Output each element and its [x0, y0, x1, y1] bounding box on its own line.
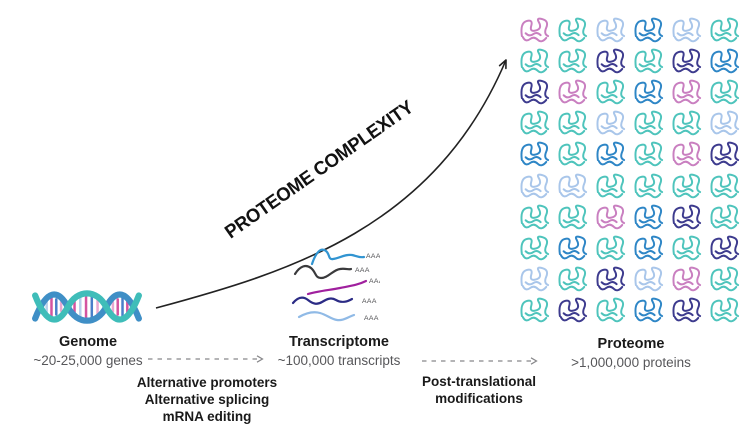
- genome-transcriptome-mechanisms: Alternative promoters Alternative splici…: [137, 374, 277, 425]
- protein-icon: [672, 110, 702, 136]
- protein-icon: [634, 204, 664, 229]
- protein-icon: [558, 204, 588, 229]
- protein-icon: [520, 204, 550, 229]
- protein-icon: [672, 235, 702, 260]
- protein-icon: [596, 297, 626, 323]
- protein-icon: [558, 110, 588, 136]
- genome-count: ~20-25,000 genes: [33, 353, 143, 368]
- protein-icon: [520, 110, 550, 136]
- protein-icon: [596, 173, 626, 198]
- protein-icon: [596, 17, 626, 43]
- protein-icon: [596, 48, 626, 74]
- protein-icon: [520, 266, 550, 292]
- transcriptome-title: Transcriptome: [289, 334, 389, 350]
- protein-icon: [634, 235, 664, 260]
- poly-a-label: AAA: [369, 278, 380, 285]
- mrna-strand: [310, 248, 366, 266]
- proteome-protein-grid: [520, 16, 750, 328]
- protein-icon: [520, 297, 550, 323]
- protein-icon: [672, 204, 702, 229]
- genome-stage-label: Genome ~20-25,000 genes: [33, 334, 142, 368]
- mrna-strand: [293, 264, 353, 280]
- dna-strand-teal: [32, 290, 142, 323]
- poly-a-label: AAA: [364, 315, 379, 322]
- protein-icon: [672, 297, 702, 323]
- transcriptome-stage-label: Transcriptome ~100,000 transcripts: [278, 334, 401, 368]
- dna-helix-icon: [29, 283, 145, 331]
- protein-icon: [558, 142, 588, 167]
- poly-a-label: AAA: [362, 298, 377, 305]
- protein-icon: [596, 110, 626, 136]
- protein-icon: [634, 79, 664, 105]
- genome-title: Genome: [58, 334, 118, 350]
- protein-icon: [634, 297, 664, 323]
- protein-icon: [710, 173, 740, 198]
- protein-icon: [710, 266, 740, 292]
- protein-icon: [558, 79, 588, 105]
- protein-icon: [634, 110, 664, 136]
- protein-icon: [672, 266, 702, 292]
- protein-icon: [558, 48, 588, 74]
- protein-icon: [520, 142, 550, 167]
- protein-icon: [558, 17, 588, 43]
- protein-icon: [596, 204, 626, 229]
- mrna-strand: [297, 311, 356, 322]
- protein-icon: [710, 17, 740, 43]
- protein-icon: [672, 142, 702, 167]
- dna-strand-blue: [32, 291, 142, 324]
- complexity-curve-arrowhead: [498, 59, 507, 70]
- protein-icon: [672, 173, 702, 198]
- mechanism-line: Post-translational: [421, 374, 537, 389]
- protein-icon: [672, 17, 702, 43]
- proteome-stage-label: Proteome >1,000,000 proteins: [571, 336, 691, 370]
- protein-icon: [520, 17, 550, 43]
- dashed-arrow-genome-to-transcriptome: [148, 355, 264, 363]
- protein-icon: [672, 48, 702, 74]
- protein-icon: [634, 17, 664, 43]
- protein-icon: [710, 110, 740, 136]
- protein-icon: [710, 48, 740, 74]
- mrna-strand: [291, 296, 354, 305]
- protein-icon: [634, 142, 664, 167]
- mechanism-line: Alternative promoters: [136, 375, 278, 390]
- protein-icon: [558, 235, 588, 260]
- protein-icon: [710, 204, 740, 229]
- protein-icon: [596, 266, 626, 292]
- protein-icon: [520, 173, 550, 198]
- protein-icon: [596, 142, 626, 167]
- protein-icon: [634, 48, 664, 74]
- protein-icon: [710, 297, 740, 323]
- mechanism-line: mRNA editing: [162, 409, 252, 424]
- mechanism-line: modifications: [435, 391, 523, 406]
- dashed-arrow-transcriptome-to-proteome: [422, 357, 538, 365]
- protein-icon: [596, 79, 626, 105]
- protein-icon: [710, 79, 740, 105]
- protein-icon: [710, 235, 740, 260]
- transcriptome-proteome-mechanisms: Post-translational modifications: [422, 373, 536, 407]
- protein-icon: [558, 173, 588, 198]
- transcriptome-count: ~100,000 transcripts: [277, 353, 401, 368]
- proteome-title: Proteome: [597, 336, 665, 352]
- mrna-transcripts-icon: AAA AAA AAA AAA AAA: [285, 240, 380, 325]
- poly-a-label: AAA: [366, 253, 380, 260]
- protein-icon: [520, 235, 550, 260]
- mrna-strand: [306, 279, 368, 296]
- protein-icon: [596, 235, 626, 260]
- protein-icon: [558, 266, 588, 292]
- complexity-curve: [155, 59, 507, 309]
- protein-icon: [634, 266, 664, 292]
- protein-icon: [520, 48, 550, 74]
- mechanism-line: Alternative splicing: [144, 392, 270, 407]
- protein-icon: [520, 79, 550, 105]
- proteome-count: >1,000,000 proteins: [571, 355, 691, 370]
- protein-icon: [710, 142, 740, 167]
- protein-icon: [558, 297, 588, 323]
- protein-icon: [672, 79, 702, 105]
- poly-a-label: AAA: [355, 267, 370, 274]
- protein-icon: [634, 173, 664, 198]
